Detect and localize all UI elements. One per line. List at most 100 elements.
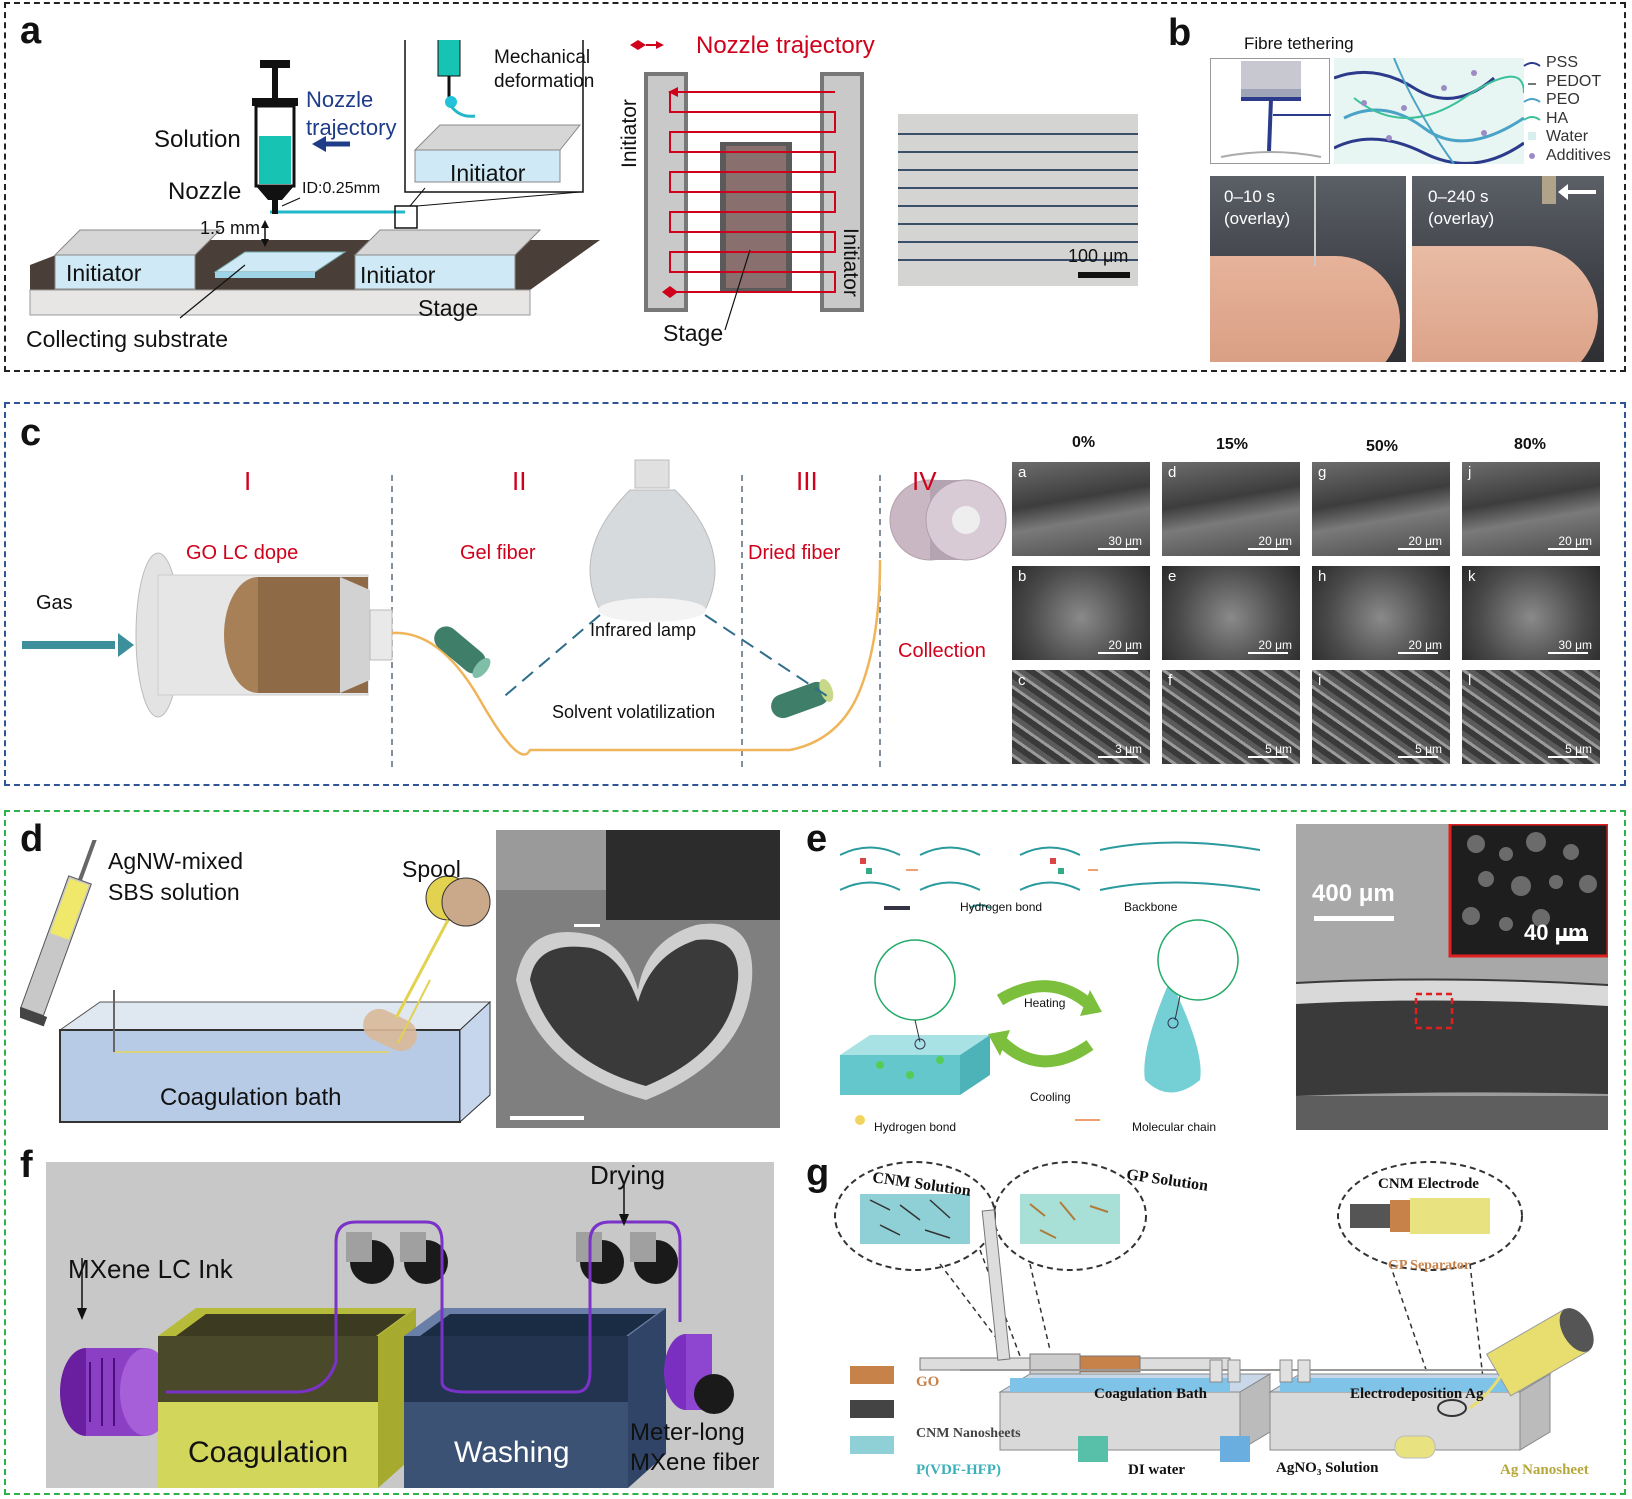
label-gel-fiber: Gel fiber: [460, 542, 536, 564]
label-gas: Gas: [36, 592, 73, 614]
panel-f-mxene-spinning: [60, 1184, 734, 1488]
sem-tile-scale-bar: [1098, 756, 1138, 758]
label-collecting-substrate: Collecting substrate: [26, 326, 228, 352]
label-heating: Heating: [1024, 996, 1066, 1010]
label-collection: Collection: [898, 640, 986, 662]
label-nozzle-trajectory: Nozzle trajectory: [306, 87, 397, 140]
panel-letter-d: d: [20, 818, 44, 860]
label-gap: 1.5 mm: [200, 218, 261, 238]
panel-a-printing-schematic: [29, 40, 600, 319]
label-nozzle-trajectory-legend: Nozzle trajectory: [696, 32, 875, 59]
label-hbond-legend-2: Hydrogen bond: [874, 1120, 957, 1134]
label-stage-iv: IV: [912, 466, 937, 496]
panel-letter-c: c: [20, 412, 42, 454]
panel-a-fiber-micrograph: [898, 114, 1138, 286]
label-micrograph-scale: 100 μm: [1068, 246, 1129, 266]
sem-tile-scale: 20 μm: [1258, 534, 1292, 548]
label-molecular-chain: Molecular chain: [1132, 1120, 1217, 1134]
sem-tile-scale-bar: [1548, 548, 1588, 550]
label-initiator-vertical-right: Initiator: [839, 228, 862, 297]
legend-water: Water: [1546, 128, 1589, 145]
panel-a-trajectory-diagram: [630, 40, 864, 331]
sem-tile-letter: a: [1018, 464, 1027, 481]
sem-tile-letter: e: [1168, 568, 1177, 585]
sem-tile-scale: 5 μm: [1565, 742, 1592, 756]
frame-panel-dg: [4, 810, 1626, 1495]
legend-cnm-nanosheets: CNM Nanosheets: [916, 1426, 1021, 1441]
label-hbond-legend: Hydrogen bond: [960, 900, 1043, 914]
label-spool: Spool: [402, 856, 461, 882]
legend-peo: PEO: [1546, 91, 1580, 108]
sem-tile-scale: 5 μm: [1265, 742, 1292, 756]
sem-tile-b: b 20 μm: [1012, 566, 1150, 660]
label-initiator-vertical-left: Initiator: [618, 99, 641, 168]
panel-e-sem-membrane: [1296, 824, 1608, 1130]
label-stage-i: I: [244, 466, 252, 496]
panel-c-wet-spinning-schematic: [22, 459, 1007, 770]
label-mechanical-deformation: Mechanical deformation: [494, 47, 595, 92]
sem-tile-scale-bar: [1098, 548, 1138, 550]
legend-pss: PSS: [1546, 54, 1579, 71]
panel-letter-e: e: [806, 818, 828, 860]
legend-ha: HA: [1546, 109, 1569, 127]
panel-g-coaxial-spinning: [834, 1161, 1594, 1462]
panel-b-legend-swatches: [1523, 62, 1541, 159]
label-stage-ii: II: [512, 466, 527, 496]
label-stage-a: Stage: [418, 295, 479, 321]
label-meter-long-fiber: Meter-long MXene fiber: [630, 1419, 760, 1476]
label-drying: Drying: [590, 1160, 666, 1190]
label-fibre-tethering: Fibre tethering: [1244, 34, 1354, 53]
sem-tile-scale: 20 μm: [1408, 638, 1442, 652]
label-initiator-left: Initiator: [66, 260, 142, 286]
sem-tile-scale-bar: [1248, 548, 1288, 550]
legend-pedot: PEDOT: [1546, 72, 1602, 90]
sem-tile-scale-bar: [1398, 548, 1438, 550]
label-agnw-solution: AgNW-mixed SBS solution: [108, 848, 244, 905]
legend-additives: Additives: [1546, 146, 1611, 164]
panel-e-hydrogen-bond-schematic: [840, 841, 1260, 1125]
sem-tile-letter: h: [1318, 568, 1327, 585]
sem-tile-scale: 20 μm: [1108, 638, 1142, 652]
label-photo-240s: 0–240 s (overlay): [1428, 187, 1495, 228]
label-cnm-electrode: CNM Electrode: [1378, 1176, 1479, 1192]
frame-panel-ab: [4, 2, 1626, 372]
sem-tile-letter: d: [1168, 464, 1177, 481]
sem-tile-scale-bar: [1398, 652, 1438, 654]
sem-tile-letter: l: [1468, 672, 1472, 689]
sem-tile-letter: g: [1318, 464, 1327, 481]
sem-tile-letter: b: [1018, 568, 1027, 585]
panel-d-sem-cross-section: [496, 830, 780, 1128]
panel-b-photo-10s: [1210, 176, 1406, 362]
label-initiator-inset: Initiator: [450, 160, 526, 186]
sem-tile-scale: 3 μm: [1115, 742, 1142, 756]
legend-go: GO: [916, 1374, 940, 1390]
sem-tile-h: h 20 μm: [1312, 566, 1450, 660]
panel-letter-f: f: [20, 1144, 33, 1186]
label-mxene-ink: MXene LC Ink: [68, 1254, 233, 1284]
label-cooling: Cooling: [1030, 1090, 1071, 1104]
panel-b-photo-240s: [1412, 176, 1604, 362]
label-gp-separator: GP Separator: [1388, 1258, 1471, 1273]
panel-letter-b: b: [1168, 12, 1192, 54]
label-scale-40: 40 μm: [1524, 920, 1588, 945]
label-infrared-lamp: Infrared lamp: [590, 620, 697, 640]
sem-column-80: 80%: [1514, 436, 1547, 453]
label-initiator-right: Initiator: [360, 262, 436, 288]
sem-tile-scale-bar: [1098, 652, 1138, 654]
label-coagulation-bath: Coagulation bath: [160, 1084, 342, 1111]
panel-b-legend: PSS PEDOT PEO HA Water Additives: [1546, 54, 1611, 165]
sem-tile-letter: j: [1468, 464, 1472, 481]
sem-tile-letter: f: [1168, 672, 1173, 689]
sem-tile-scale: 20 μm: [1408, 534, 1442, 548]
sem-tile-l: l 5 μm: [1462, 670, 1600, 764]
sem-tile-scale-bar: [1398, 756, 1438, 758]
sem-tile-letter: i: [1318, 672, 1322, 689]
sem-column-15: 15%: [1216, 436, 1249, 453]
label-nozzle: Nozzle: [168, 178, 242, 205]
sem-tile-letter: k: [1468, 568, 1476, 585]
